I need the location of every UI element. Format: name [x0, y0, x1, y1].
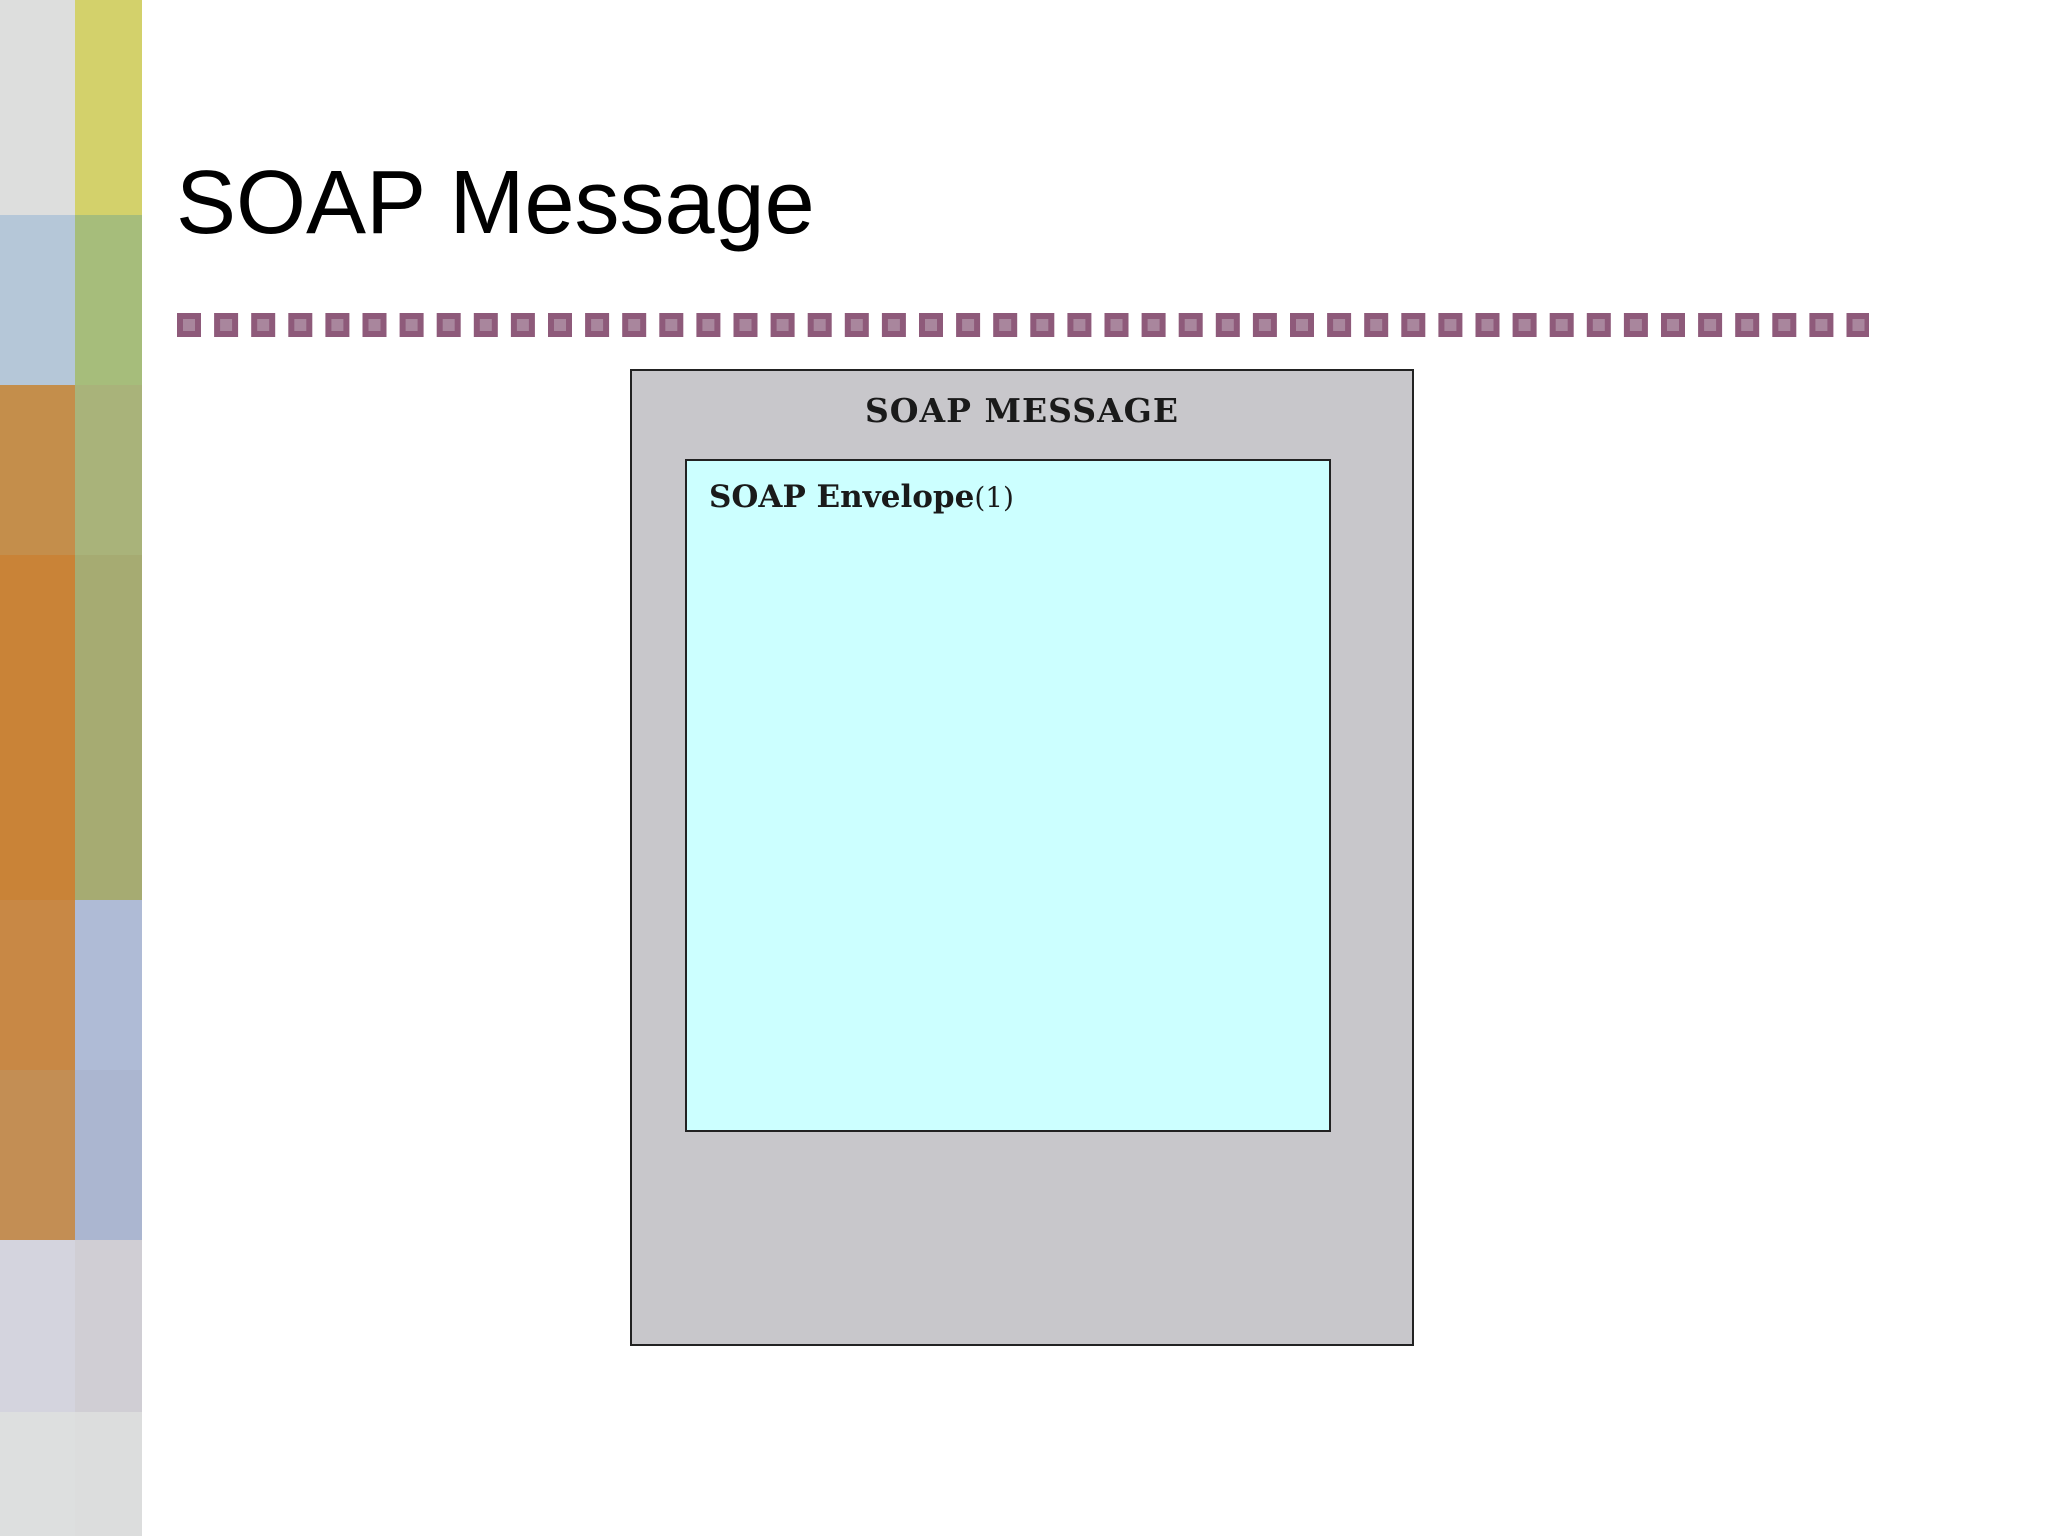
- divider-square-inner: [1184, 319, 1197, 331]
- decorative-square-divider: [177, 313, 1869, 337]
- divider-square-inner: [999, 319, 1012, 331]
- divider-square-inner: [1333, 319, 1346, 331]
- soap-message-box: SOAP MESSAGE SOAP Envelope(1): [630, 369, 1414, 1346]
- divider-square-inner: [1407, 319, 1420, 331]
- divider-square-inner: [739, 319, 752, 331]
- decorative-color-bar: [0, 0, 142, 1536]
- soap-envelope-footnote: (1): [974, 481, 1014, 514]
- divider-square-inner: [925, 319, 937, 331]
- divider-square-inner: [702, 319, 715, 331]
- divider-square-inner: [665, 319, 678, 331]
- divider-square-inner: [479, 319, 492, 331]
- divider-square-inner: [1555, 319, 1568, 331]
- divider-square-inner: [1815, 319, 1828, 331]
- divider-square-inner: [1592, 319, 1605, 331]
- divider-square-inner: [850, 319, 863, 331]
- divider-square-inner: [1073, 319, 1086, 331]
- divider-square-inner: [962, 319, 975, 331]
- divider-square-inner: [368, 319, 381, 331]
- divider-square-inner: [1221, 319, 1234, 331]
- soap-envelope-box: SOAP Envelope(1): [685, 459, 1331, 1132]
- divider-square-inner: [813, 319, 826, 331]
- divider-square-inner: [1852, 319, 1865, 331]
- divider-square-inner: [257, 319, 270, 331]
- divider-square-inner: [887, 319, 900, 331]
- divider-square-inner: [1296, 319, 1308, 331]
- divider-square-inner: [554, 319, 566, 331]
- divider-square-inner: [776, 319, 789, 331]
- divider-square-inner: [1704, 319, 1717, 331]
- divider-square-inner: [1444, 319, 1457, 331]
- soap-envelope-label-text: SOAP Envelope: [709, 479, 975, 515]
- divider-square-inner: [331, 319, 344, 331]
- soap-envelope-label: SOAP Envelope(1): [709, 479, 1014, 515]
- divider-square-inner: [1036, 319, 1049, 331]
- divider-square-inner: [1370, 319, 1383, 331]
- divider-square-inner: [1778, 319, 1791, 331]
- divider-square-inner: [1741, 319, 1754, 331]
- divider-square-inner: [1629, 319, 1642, 331]
- divider-square-inner: [1147, 319, 1160, 331]
- divider-square-inner: [405, 319, 418, 331]
- divider-square-inner: [294, 319, 307, 331]
- divider-square-inner: [516, 319, 529, 331]
- divider-square-inner: [1258, 319, 1271, 331]
- divider-square-inner: [220, 319, 233, 331]
- divider-square-inner: [183, 319, 195, 331]
- soap-message-label: SOAP MESSAGE: [864, 391, 1180, 430]
- divider-square-inner: [1667, 319, 1679, 331]
- divider-square-inner: [628, 319, 641, 331]
- divider-square-inner: [1110, 319, 1123, 331]
- slide-title: SOAP Message: [176, 153, 815, 253]
- divider-square-inner: [1481, 319, 1494, 331]
- divider-square-inner: [1518, 319, 1531, 331]
- divider-square-inner: [442, 319, 455, 331]
- divider-square-inner: [591, 319, 604, 331]
